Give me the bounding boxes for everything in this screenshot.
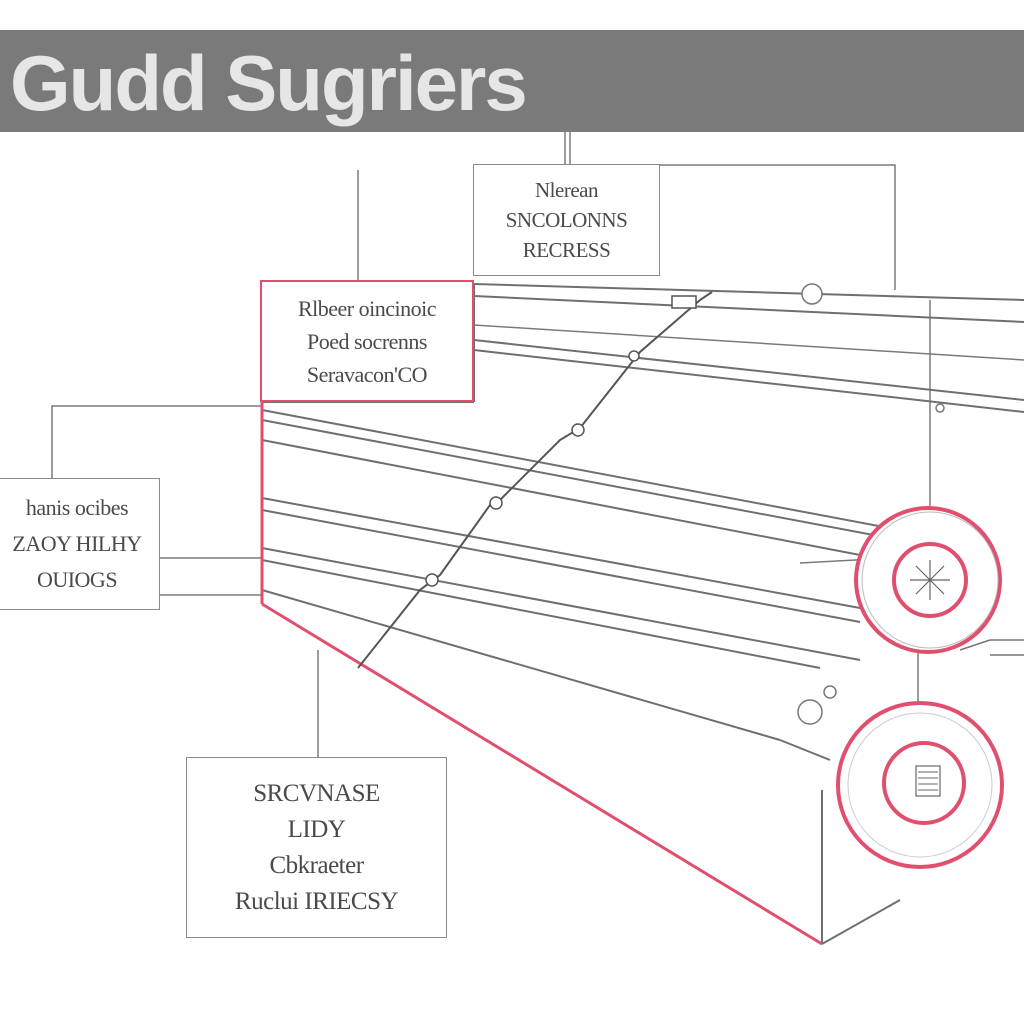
roller-hub [915,765,941,797]
roller-lower [836,701,1004,869]
callout-bottom-line-2: LIDY [287,815,346,843]
callout-top-line-2: SNCOLONNS [505,208,628,232]
callout-bottom-line-1: SRCVNASE [253,779,380,807]
callout-middle-line-3: Seravacon'CO [306,361,428,387]
callout-left: hanis ocibes ZAOY HILHY OUIOGS [0,478,160,610]
machine-body [261,283,1024,945]
cable-node [425,573,439,587]
callout-bottom-line-3: Cbkraeter [269,851,364,879]
callout-left-line-1: hanis ocibes [25,495,129,520]
red-outline [260,402,823,946]
callout-bottom-line-4: Ruclui IRIECSY [234,887,399,915]
callout-left-line-2: ZAOY HILHY [12,531,142,556]
leader-left-up [51,405,262,478]
title-bar [0,30,1024,132]
callout-bottom: SRCVNASE LIDY Cbkraeter Ruclui IRIECSY [186,757,447,938]
side-bracket [959,639,1024,656]
fitting [935,403,945,413]
leader-lines [51,60,1024,800]
cable-node [628,350,640,362]
cable-node [571,423,585,437]
cable-node [489,496,503,510]
callout-middle-line-2: Poed socrenns [307,328,427,354]
fitting [823,685,837,699]
callout-top: Nlerean SNCOLONNS RECRESS [473,164,660,276]
cable-nodes [425,295,697,587]
fitting [797,699,823,725]
callout-top-line-3: RECRESS [522,238,611,262]
fitting [801,283,823,305]
callout-top-line-1: Nlerean [535,178,598,202]
callout-middle-line-1: Rlbeer oincinoic [297,295,437,321]
roller-upper [854,506,1002,654]
diagram-title: Gudd Sugriers [10,39,528,127]
callout-middle: Rlbeer oincinoic Poed socrenns Seravacon… [260,280,474,402]
leader-top-right [660,164,896,290]
callout-left-line-3: OUIOGS [36,567,118,592]
cable-clamp [671,295,697,309]
